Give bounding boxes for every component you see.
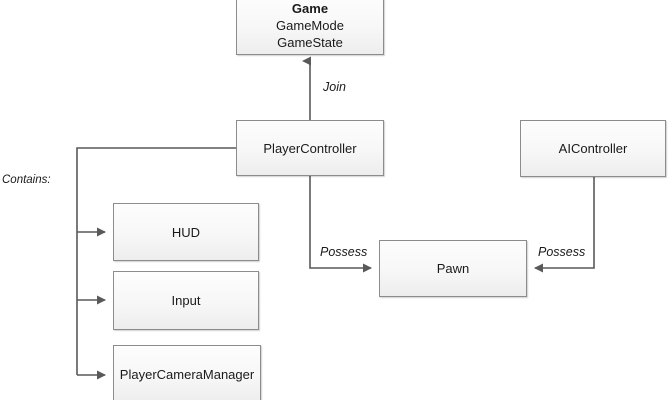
node-game-line-gamestate: GameState (277, 35, 343, 50)
node-input-label: Input (171, 293, 201, 308)
edge-contains-trunk (76, 147, 236, 375)
node-player-camera-manager[interactable]: PlayerCameraManager (113, 345, 261, 400)
label-possess-right: Possess (538, 245, 586, 259)
node-player-controller-label: PlayerController (263, 140, 357, 156)
node-game-line-gamemode: GameMode (276, 18, 344, 33)
label-possess-left: Possess (320, 245, 368, 259)
node-pawn[interactable]: Pawn (379, 240, 527, 297)
node-game[interactable]: Game GameMode GameState (236, 0, 384, 55)
node-ai-controller-label: AIController (558, 141, 628, 156)
node-game-title: Game (291, 1, 329, 16)
node-player-camera-manager-label: PlayerCameraManager (119, 366, 255, 382)
label-contains: Contains: (2, 174, 51, 186)
node-hud[interactable]: HUD (113, 203, 259, 261)
label-join: Join (323, 80, 346, 94)
node-ai-controller[interactable]: AIController (520, 120, 666, 177)
node-hud-label: HUD (171, 224, 201, 240)
node-player-controller[interactable]: PlayerController (236, 120, 384, 176)
node-pawn-label: Pawn (436, 261, 470, 276)
node-input[interactable]: Input (113, 271, 259, 330)
